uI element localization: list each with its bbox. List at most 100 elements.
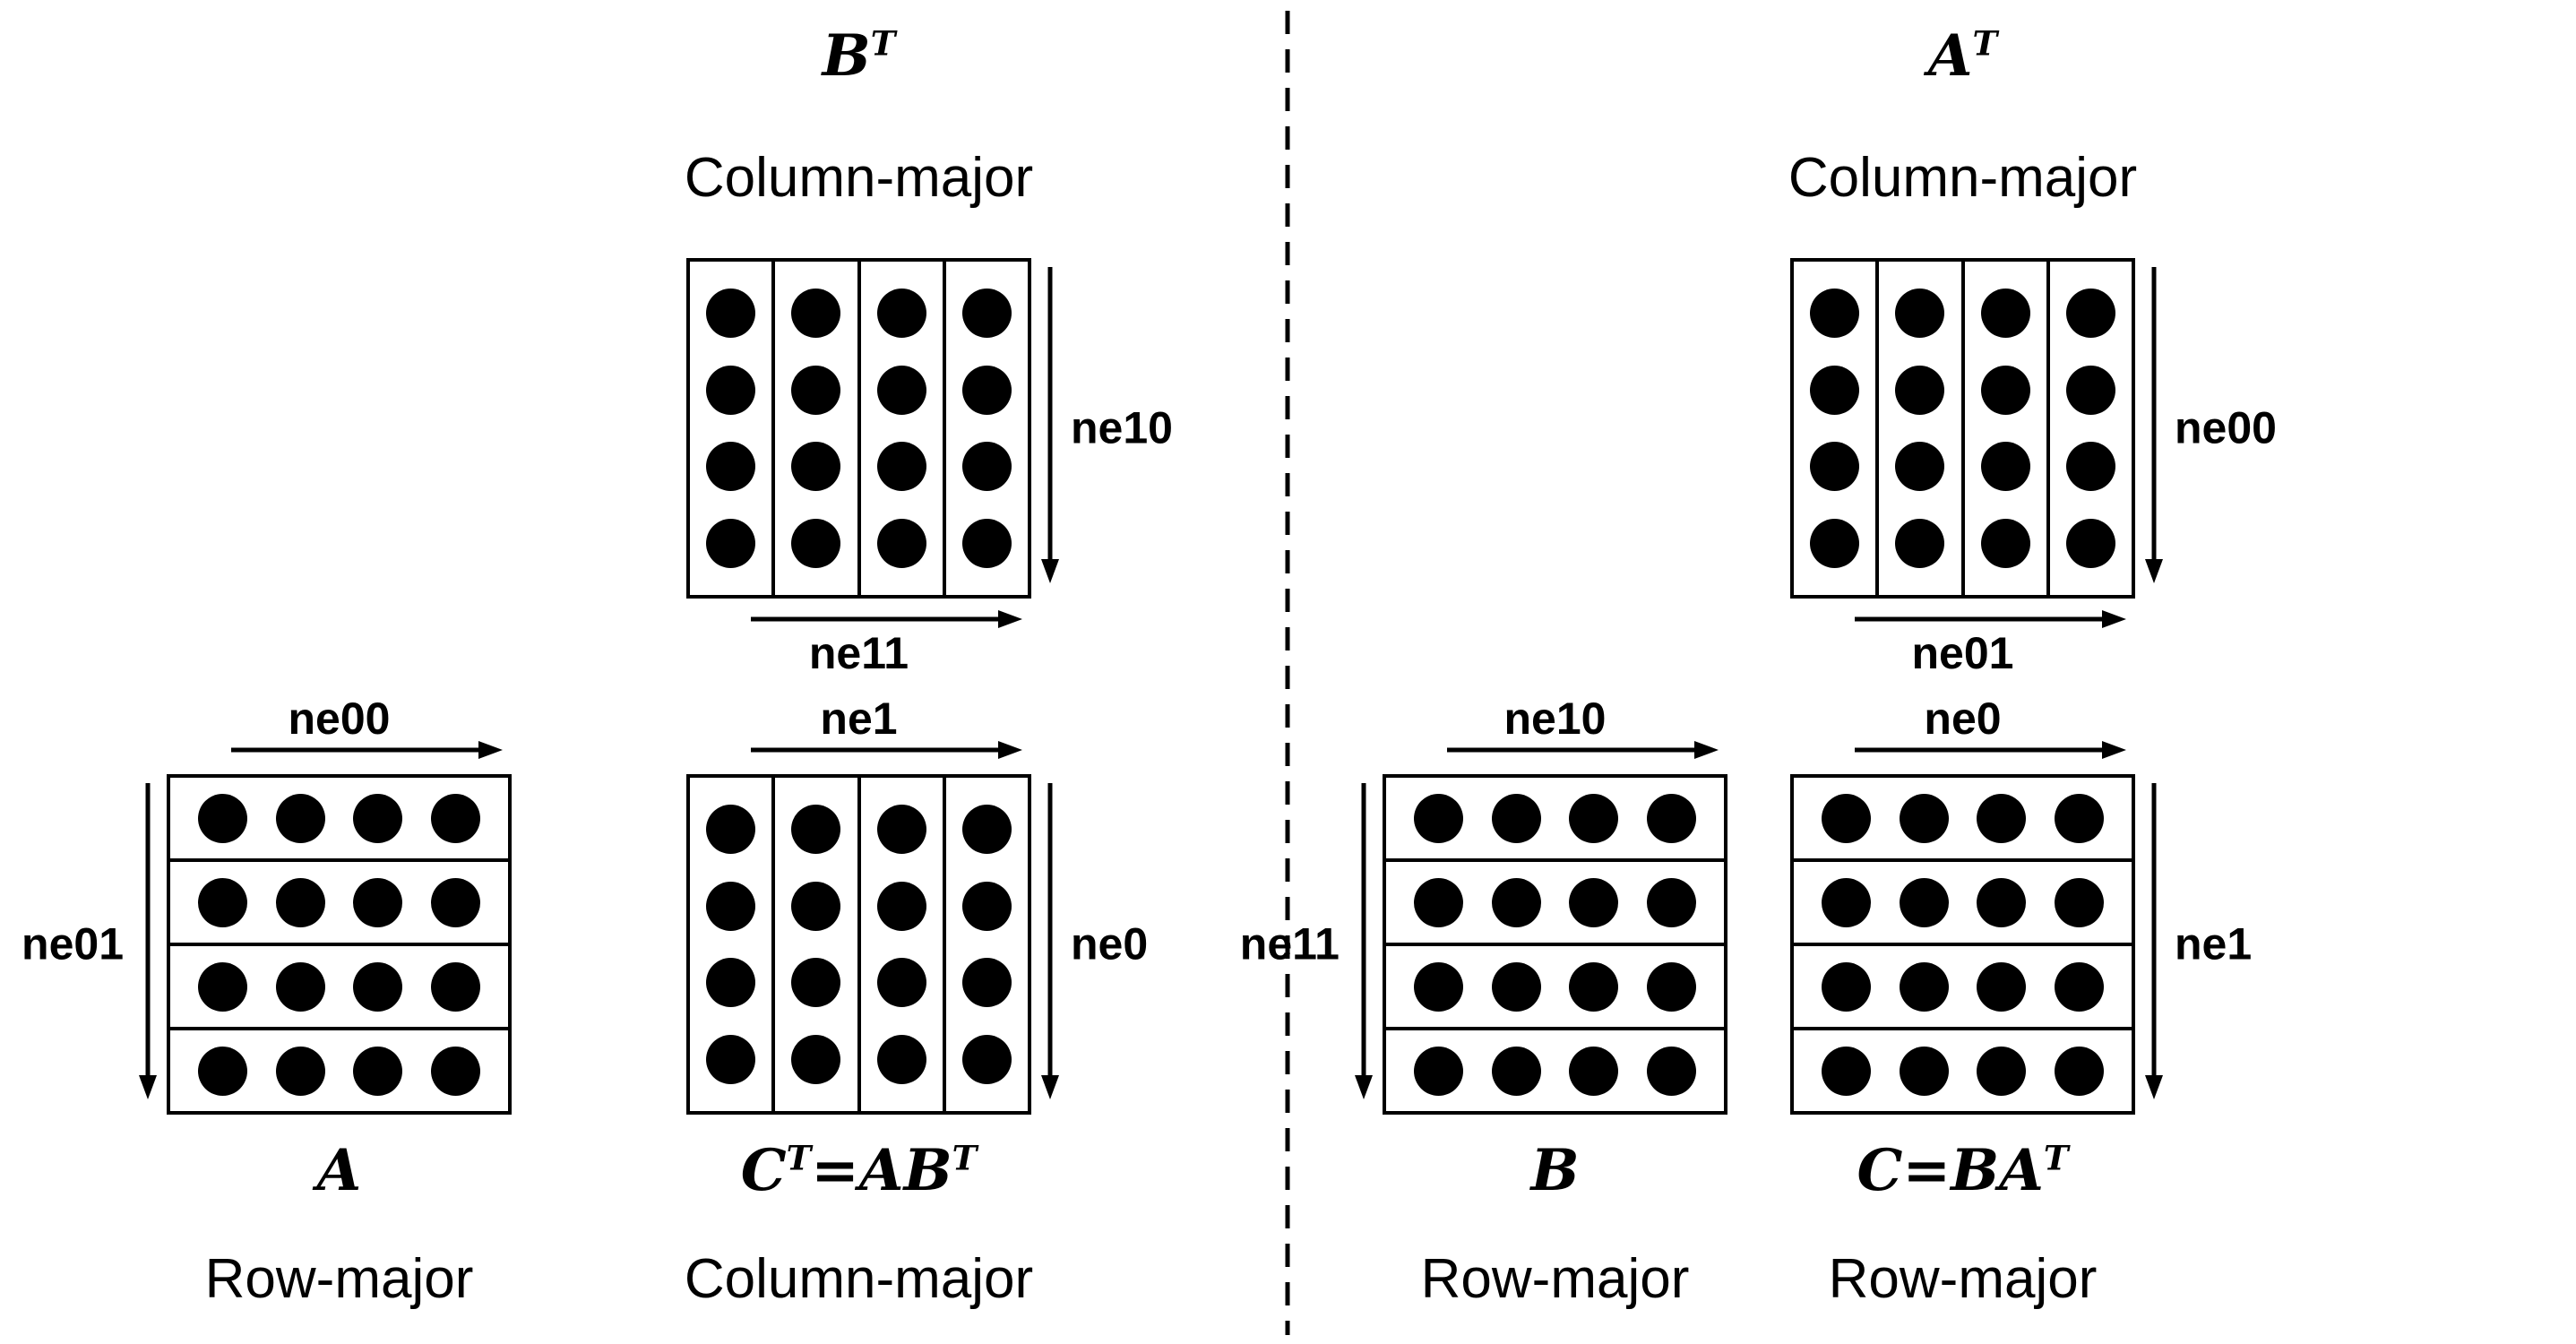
matrix-row — [170, 946, 508, 1030]
matrix-element-dot — [876, 1034, 926, 1084]
matrix-element-dot — [706, 881, 756, 931]
matrix-element-dot — [430, 877, 480, 927]
matrix-element-dot — [275, 877, 325, 927]
matrix-element-dot — [706, 365, 756, 415]
matrix-element-dot — [961, 442, 1012, 492]
down-arrow-icon — [1041, 267, 1059, 583]
matrix-element-dot — [1569, 877, 1619, 927]
matrix-element-dot — [876, 805, 926, 855]
matrix-element-dot — [791, 289, 841, 339]
matrix-element-dot — [353, 877, 403, 927]
matrix-element-dot — [2054, 793, 2104, 843]
matrix-column — [946, 262, 1028, 595]
matrix-element-dot — [876, 442, 926, 492]
matrix-element-dot — [1810, 365, 1860, 415]
matrix-element-dot — [706, 805, 756, 855]
matrix-element-dot — [1822, 793, 1872, 843]
matrix-row — [1794, 778, 2132, 862]
matrix-title: CT=ABT — [740, 1137, 978, 1204]
matrix-element-dot — [2054, 1046, 2104, 1096]
matrix-block-c: ne0 ne1 C=BAT Row-major — [1790, 694, 2252, 1310]
matrix-column — [861, 262, 946, 595]
matrix-title: A — [316, 1137, 362, 1204]
dim-label-vertical: ne11 — [1239, 918, 1340, 969]
matrix-element-dot — [353, 793, 403, 843]
matrix-element-dot — [961, 289, 1012, 339]
matrix-element-dot — [1414, 793, 1464, 843]
matrix-element-dot — [353, 961, 403, 1012]
matrix-title: AT — [1927, 22, 1998, 90]
matrix-element-dot — [1810, 442, 1860, 492]
matrix-element-dot — [430, 793, 480, 843]
matrix-element-dot — [1899, 961, 1949, 1012]
matrix-element-dot — [2065, 365, 2115, 415]
down-arrow-icon — [1355, 783, 1373, 1099]
matrix-layout-label: Row-major — [1420, 1248, 1690, 1310]
matrix-element-dot — [961, 881, 1012, 931]
matrix-element-dot — [876, 958, 926, 1008]
matrix-element-dot — [706, 518, 756, 568]
dim-label-horizontal: ne1 — [820, 694, 898, 744]
matrix-layout-label: Row-major — [204, 1248, 474, 1310]
matrix-row — [1386, 778, 1724, 862]
matrix-element-dot — [1491, 1046, 1541, 1096]
matrix-grid — [1790, 774, 2135, 1115]
right-arrow-icon — [751, 741, 1022, 759]
matrix-title: B — [1530, 1137, 1580, 1204]
matrix-element-dot — [1977, 877, 2027, 927]
matrix-row — [170, 862, 508, 946]
dim-label-vertical: ne01 — [22, 918, 124, 969]
matrix-element-dot — [961, 518, 1012, 568]
matrix-element-dot — [791, 958, 841, 1008]
matrix-grid — [1383, 774, 1727, 1115]
matrix-element-dot — [1980, 518, 2030, 568]
matrix-element-dot — [1899, 877, 1949, 927]
matrix-row — [170, 1030, 508, 1111]
matrix-element-dot — [1646, 793, 1696, 843]
right-arrow-icon — [1855, 610, 2126, 628]
matrix-column — [2050, 262, 2132, 595]
matrix-element-dot — [876, 518, 926, 568]
matrix-column — [690, 778, 776, 1111]
matrix-element-dot — [791, 365, 841, 415]
matrix-row — [1386, 862, 1724, 946]
down-arrow-icon — [1041, 783, 1059, 1099]
matrix-element-dot — [1569, 1046, 1619, 1096]
matrix-layout-label: Row-major — [1828, 1248, 2098, 1310]
dim-label-vertical: ne10 — [1071, 402, 1173, 453]
matrix-element-dot — [1414, 877, 1464, 927]
matrix-element-dot — [1980, 442, 2030, 492]
matrix-row — [1794, 946, 2132, 1030]
matrix-element-dot — [198, 877, 248, 927]
matrix-element-dot — [1491, 793, 1541, 843]
matrix-element-dot — [2065, 442, 2115, 492]
matrix-element-dot — [1414, 961, 1464, 1012]
matrix-column — [1965, 262, 2050, 595]
matrix-element-dot — [961, 1034, 1012, 1084]
right-arrow-icon — [1447, 741, 1719, 759]
matrix-element-dot — [791, 518, 841, 568]
matrix-element-dot — [791, 881, 841, 931]
matrix-element-dot — [1491, 877, 1541, 927]
matrix-element-dot — [1977, 793, 2027, 843]
matrix-element-dot — [706, 1034, 756, 1084]
down-arrow-icon — [2145, 783, 2163, 1099]
matrix-element-dot — [2065, 289, 2115, 339]
matrix-block-a: ne00 ne01 A Row-major — [22, 694, 512, 1310]
matrix-element-dot — [1822, 961, 1872, 1012]
matrix-row — [1794, 1030, 2132, 1111]
matrix-element-dot — [1569, 793, 1619, 843]
dim-label-horizontal: ne11 — [808, 628, 909, 678]
matrix-grid — [686, 258, 1031, 599]
matrix-element-dot — [791, 805, 841, 855]
matrix-element-dot — [961, 958, 1012, 1008]
matrix-element-dot — [1569, 961, 1619, 1012]
matrix-element-dot — [1895, 289, 1945, 339]
dim-label-vertical: ne00 — [2175, 402, 2277, 453]
matrix-element-dot — [1899, 1046, 1949, 1096]
right-arrow-icon — [231, 741, 503, 759]
matrix-element-dot — [2054, 961, 2104, 1012]
down-arrow-icon — [139, 783, 157, 1099]
matrix-grid — [686, 774, 1031, 1115]
